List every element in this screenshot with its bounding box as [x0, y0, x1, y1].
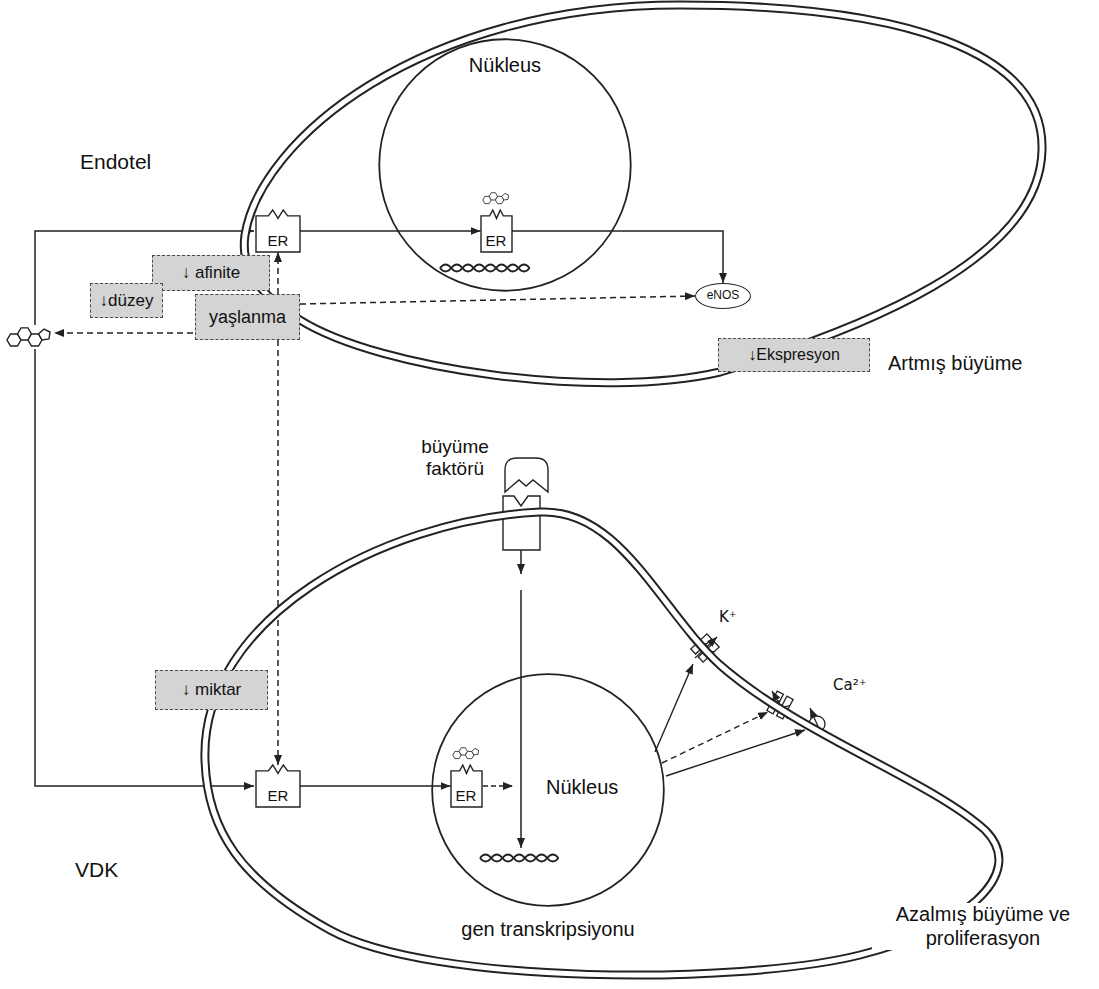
process-label: gen transkripsiyonu [438, 918, 658, 942]
ion-label: Ca²⁺ [833, 677, 867, 695]
cell-label: VDK [75, 858, 118, 882]
outcome-label: Artmış büyüme [888, 352, 1088, 376]
aging-box: yaşlanma [195, 294, 300, 340]
effect-box: ↓Ekspresyon [718, 338, 870, 372]
arrow-connector [277, 340, 279, 765]
dna-strand [480, 855, 558, 862]
estrogen-receptor: ER [256, 765, 300, 807]
estrogen-path [35, 349, 254, 786]
dna-strand [440, 265, 530, 272]
receptor-label: ER [456, 787, 477, 804]
label-holder: Azalmış büyüme ve proliferasyon [872, 903, 1094, 950]
receptor-label: ER [268, 232, 289, 249]
effect-box: ↓ miktar [155, 670, 268, 710]
effect-box: ↓ afinite [152, 255, 270, 291]
arrow-connector [300, 230, 481, 232]
arrow-connector [300, 296, 695, 304]
receptor-label: ER [268, 787, 289, 804]
signal-arrow [483, 785, 513, 787]
signal-arrow [520, 590, 522, 848]
enos-oval: eNOS [695, 283, 751, 309]
ion-label: K⁺ [719, 609, 737, 627]
arrow-connector [277, 252, 279, 294]
dna-strand [440, 265, 530, 272]
effect-label: ↓ miktar [182, 680, 242, 700]
effect-label: ↓düzey [100, 291, 154, 311]
label-holder: gen transkripsiyonu [438, 918, 658, 942]
regulation-arrow [662, 712, 768, 763]
bound-estrogen [453, 748, 479, 759]
cell-label: Endotel [80, 150, 151, 174]
arrow-connector [300, 785, 451, 787]
outcome-label: Azalmış büyüme ve proliferasyon [872, 903, 1094, 950]
aging-arrow [54, 332, 193, 334]
estrogen-receptor: ER [451, 765, 482, 807]
enos-label: eNOS [707, 289, 740, 303]
label-holder: büyüme faktörü [406, 436, 504, 481]
regulation-arrow [655, 664, 693, 752]
nucleus-label: Nükleus [546, 776, 641, 799]
effect-label: ↓ afinite [182, 263, 241, 283]
dna-strand [480, 855, 558, 862]
growth-factor-label: büyüme faktörü [406, 436, 504, 481]
receptor-label: ER [486, 232, 507, 249]
bound-estrogen [483, 193, 509, 204]
label-holder: Ca²⁺ [833, 676, 867, 695]
effect-label: ↓Ekspresyon [748, 346, 840, 364]
growth-factor-receptor [503, 496, 540, 550]
nucleus-outline [378, 38, 632, 292]
signal-arrow [520, 550, 522, 574]
estrogen-molecule [7, 328, 50, 346]
growth-factor [505, 458, 548, 492]
arrow-connector [512, 231, 724, 283]
estrogen-receptor: ER [256, 210, 300, 252]
cell-membrane [235, 0, 1055, 400]
nucleus: NükleusER [378, 38, 632, 292]
label-holder: Artmış büyüme [888, 352, 1088, 376]
regulation-arrow [666, 730, 805, 776]
label-holder: K⁺ [719, 608, 737, 627]
nucleus-label: Nükleus [440, 54, 570, 77]
effect-box: ↓düzey [90, 283, 163, 318]
aging-label: yaşlanma [209, 307, 286, 328]
estrogen-receptor: ER [481, 210, 512, 252]
endothelial-cell: EndotelNükleusEREReNOS [235, 0, 1055, 400]
nucleus: Nükleus ER [431, 673, 665, 907]
